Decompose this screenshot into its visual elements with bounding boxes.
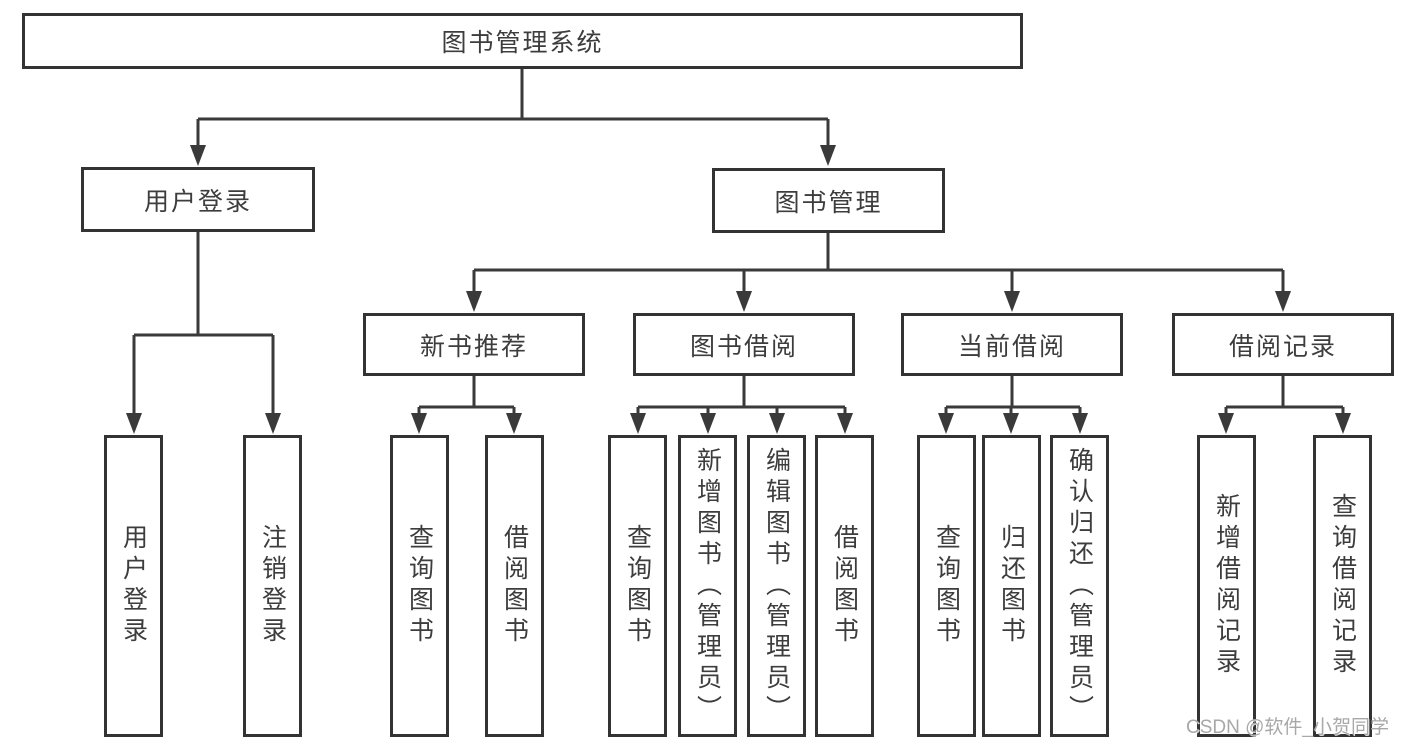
node-new-book-recommend: 新书推荐 [363,313,585,376]
leaf-borrow-books-recommend: 借阅图书 [485,435,544,737]
leaf-logout: 注销登录 [243,435,302,737]
csdn-watermark: CSDN @软件_小贺同学 [1186,717,1389,738]
leaf-add-borrow-record: 新增借阅记录 [1197,435,1256,737]
leaf-user-login: 用户登录 [104,435,163,737]
node-book-management: 图书管理 [712,168,945,233]
leaf-query-books-recommend: 查询图书 [390,435,449,737]
leaf-query-books-borrow: 查询图书 [608,435,667,737]
node-user-login: 用户登录 [81,167,315,232]
node-book-borrow: 图书借阅 [633,313,855,376]
node-root: 图书管理系统 [22,13,1023,69]
node-current-borrow: 当前借阅 [901,313,1123,376]
leaf-confirm-return-admin: 确认归还（管理员） [1050,435,1109,737]
leaf-edit-books-admin: 编辑图书（管理员） [747,435,806,737]
leaf-borrow-books: 借阅图书 [815,435,874,737]
leaf-query-books-current: 查询图书 [917,435,976,737]
arrowheads [126,145,1351,434]
leaf-return-books: 归还图书 [982,435,1041,737]
leaf-add-books-admin: 新增图书（管理员） [678,435,737,737]
leaf-query-borrow-record: 查询借阅记录 [1313,435,1372,737]
node-borrow-records: 借阅记录 [1172,313,1394,376]
